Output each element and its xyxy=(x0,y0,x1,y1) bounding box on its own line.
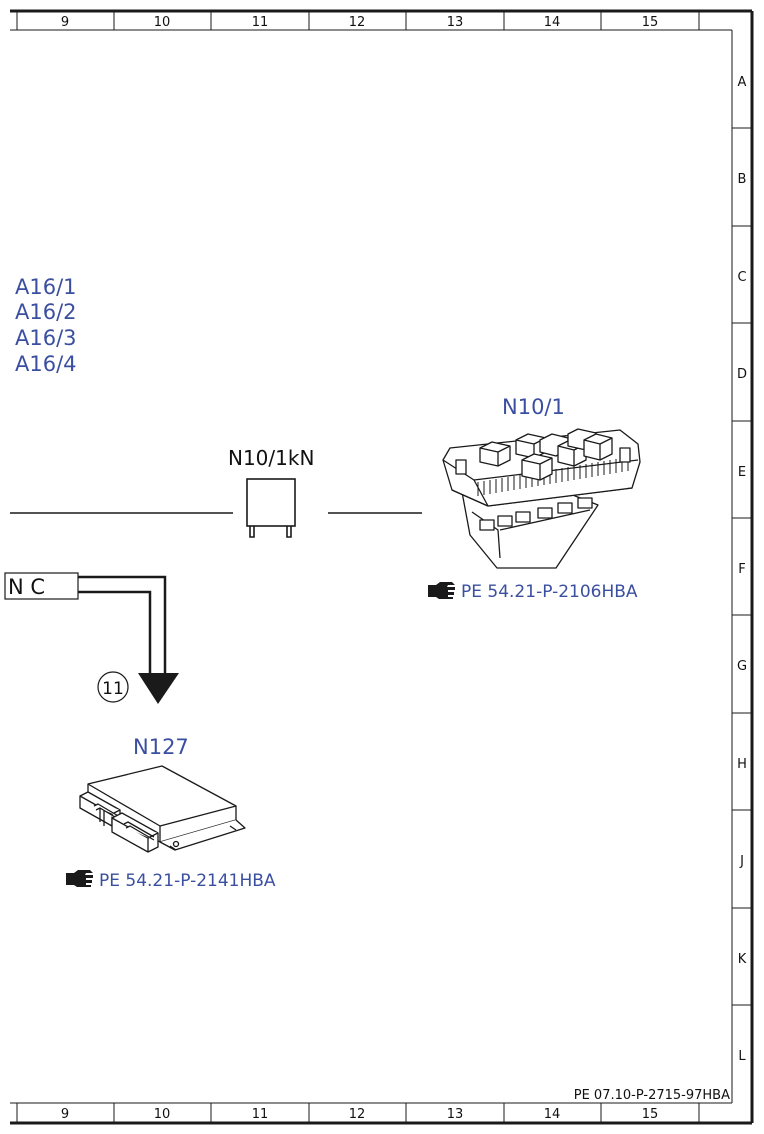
column-grid xyxy=(16,11,700,1123)
can-bus-wire xyxy=(78,575,167,673)
sheet-frame xyxy=(10,9,754,1125)
a16-1-label[interactable]: A16/1 xyxy=(15,275,77,299)
can-bus-box[interactable]: N C xyxy=(4,572,79,600)
n10-1kn-relay-symbol[interactable] xyxy=(10,478,422,538)
col-label-14: 14 xyxy=(544,15,561,30)
document-reference: PE 07.10-P-2715-97HBA xyxy=(574,1088,730,1103)
n10-1-module-illustration xyxy=(442,428,641,569)
col-label-11: 11 xyxy=(252,15,269,30)
n127-reference-link[interactable]: PE 54.21-P-2141HBA xyxy=(66,870,276,891)
row-label-f: F xyxy=(738,562,745,577)
row-label-j: J xyxy=(739,854,744,869)
connector-11-callout[interactable]: 11 xyxy=(97,671,129,703)
col-label-14-bottom: 14 xyxy=(544,1107,561,1122)
n127-label[interactable]: N127 xyxy=(133,735,189,759)
pointing-hand-icon xyxy=(66,870,93,887)
col-label-11-bottom: 11 xyxy=(252,1107,269,1122)
n10-1-reference-link[interactable]: PE 54.21-P-2106HBA xyxy=(428,582,638,602)
row-label-b: B xyxy=(738,172,747,187)
row-label-l: L xyxy=(738,1049,746,1064)
row-label-c: C xyxy=(737,270,746,285)
col-label-15: 15 xyxy=(642,15,659,30)
row-label-g: G xyxy=(737,659,747,674)
n127-reference[interactable]: PE 54.21-P-2141HBA xyxy=(99,871,276,891)
n127-module-illustration xyxy=(79,765,246,853)
col-label-10: 10 xyxy=(154,15,171,30)
col-label-12-bottom: 12 xyxy=(349,1107,366,1122)
connector-11-label: 11 xyxy=(102,679,124,699)
row-grid xyxy=(732,127,752,1006)
pointing-hand-icon xyxy=(428,582,455,599)
n10-1-label[interactable]: N10/1 xyxy=(502,395,565,419)
row-label-e: E xyxy=(738,465,746,480)
col-label-9-bottom: 9 xyxy=(61,1107,69,1122)
column-labels-bottom: 9 10 11 12 13 14 15 xyxy=(61,1107,658,1122)
column-labels-top: 9 10 11 12 13 14 15 xyxy=(61,15,658,30)
n10-1-reference[interactable]: PE 54.21-P-2106HBA xyxy=(461,582,638,602)
connection-arrow xyxy=(138,673,179,704)
col-label-13: 13 xyxy=(447,15,464,30)
can-bus-label[interactable]: N C xyxy=(8,575,45,599)
row-label-a: A xyxy=(738,75,747,90)
a16-3-label[interactable]: A16/3 xyxy=(15,326,77,350)
col-label-9: 9 xyxy=(61,15,69,30)
col-label-10-bottom: 10 xyxy=(154,1107,171,1122)
a16-2-label[interactable]: A16/2 xyxy=(15,300,77,324)
row-labels: A B C D E F G H J K L xyxy=(737,75,747,1064)
col-label-13-bottom: 13 xyxy=(447,1107,464,1122)
col-label-12: 12 xyxy=(349,15,366,30)
row-label-k: K xyxy=(738,952,747,967)
row-label-d: D xyxy=(737,367,747,382)
a16-4-label[interactable]: A16/4 xyxy=(15,352,77,376)
row-label-h: H xyxy=(737,757,747,772)
col-label-15-bottom: 15 xyxy=(642,1107,659,1122)
a16-component-list[interactable]: A16/1 A16/2 A16/3 A16/4 xyxy=(15,275,77,376)
n10-1kn-label: N10/1kN xyxy=(228,446,314,470)
